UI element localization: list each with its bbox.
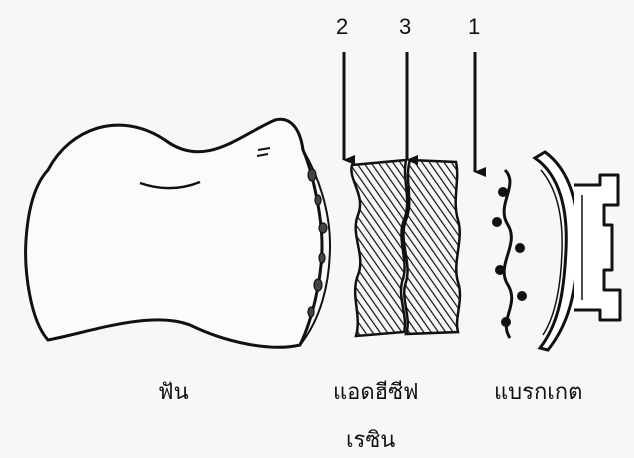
adhesive-label-line1: แอดฮีซีฟ [333, 374, 419, 409]
arrows [344, 52, 475, 172]
arrow-number-3: 3 [399, 14, 411, 40]
adhesive-resin-layers [351, 160, 460, 336]
tooth-label: ฟัน [158, 374, 189, 409]
tooth-shape [26, 119, 330, 347]
arrow-number-1: 1 [468, 14, 480, 40]
bracket-label: แบรกเกต [494, 374, 582, 409]
adhesive-label-line2: เรซิน [346, 422, 395, 457]
bracket-shape [492, 152, 620, 350]
arrow-number-2: 2 [336, 14, 348, 40]
